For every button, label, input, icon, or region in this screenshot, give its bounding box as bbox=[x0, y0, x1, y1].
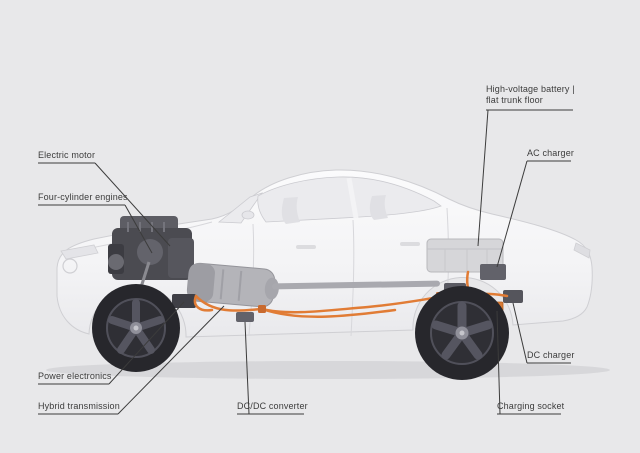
label-power-electronics: Power electronics bbox=[38, 371, 112, 381]
tail-light bbox=[573, 242, 591, 259]
side-mirror bbox=[241, 210, 255, 220]
label-four-cylinder-engines: Four-cylinder engines bbox=[38, 192, 128, 202]
label-dc-charger: DC charger bbox=[527, 350, 575, 360]
headlight bbox=[60, 244, 99, 260]
driveshaft bbox=[272, 280, 440, 290]
power-electronics-illustration bbox=[172, 294, 196, 308]
label-electric-motor: Electric motor bbox=[38, 150, 96, 160]
leader-lines bbox=[38, 109, 573, 415]
dcdc-converter-illustration bbox=[236, 312, 254, 322]
battery-illustration bbox=[426, 238, 504, 273]
label-dcdc-converter: DC/DC converter bbox=[237, 401, 308, 411]
label-high-voltage-battery-line2: flat trunk floor bbox=[486, 95, 543, 105]
rear-wheel bbox=[415, 286, 509, 380]
grille-badge bbox=[62, 258, 78, 274]
label-hybrid-transmission: Hybrid transmission bbox=[38, 401, 120, 411]
dc-charger-illustration bbox=[503, 290, 523, 303]
label-ac-charger: AC charger bbox=[527, 148, 575, 158]
label-high-voltage-battery: High-voltage battery | flat trunk floor bbox=[486, 84, 575, 106]
windshield bbox=[217, 192, 264, 224]
side-windows bbox=[257, 176, 442, 223]
label-charging-socket: Charging socket bbox=[497, 401, 565, 411]
front-wheel bbox=[92, 284, 180, 372]
label-high-voltage-battery-line1: High-voltage battery | bbox=[486, 84, 575, 94]
electric-motor-illustration bbox=[187, 263, 215, 302]
ac-charger-illustration bbox=[480, 264, 506, 280]
transmission-illustration bbox=[186, 262, 279, 308]
